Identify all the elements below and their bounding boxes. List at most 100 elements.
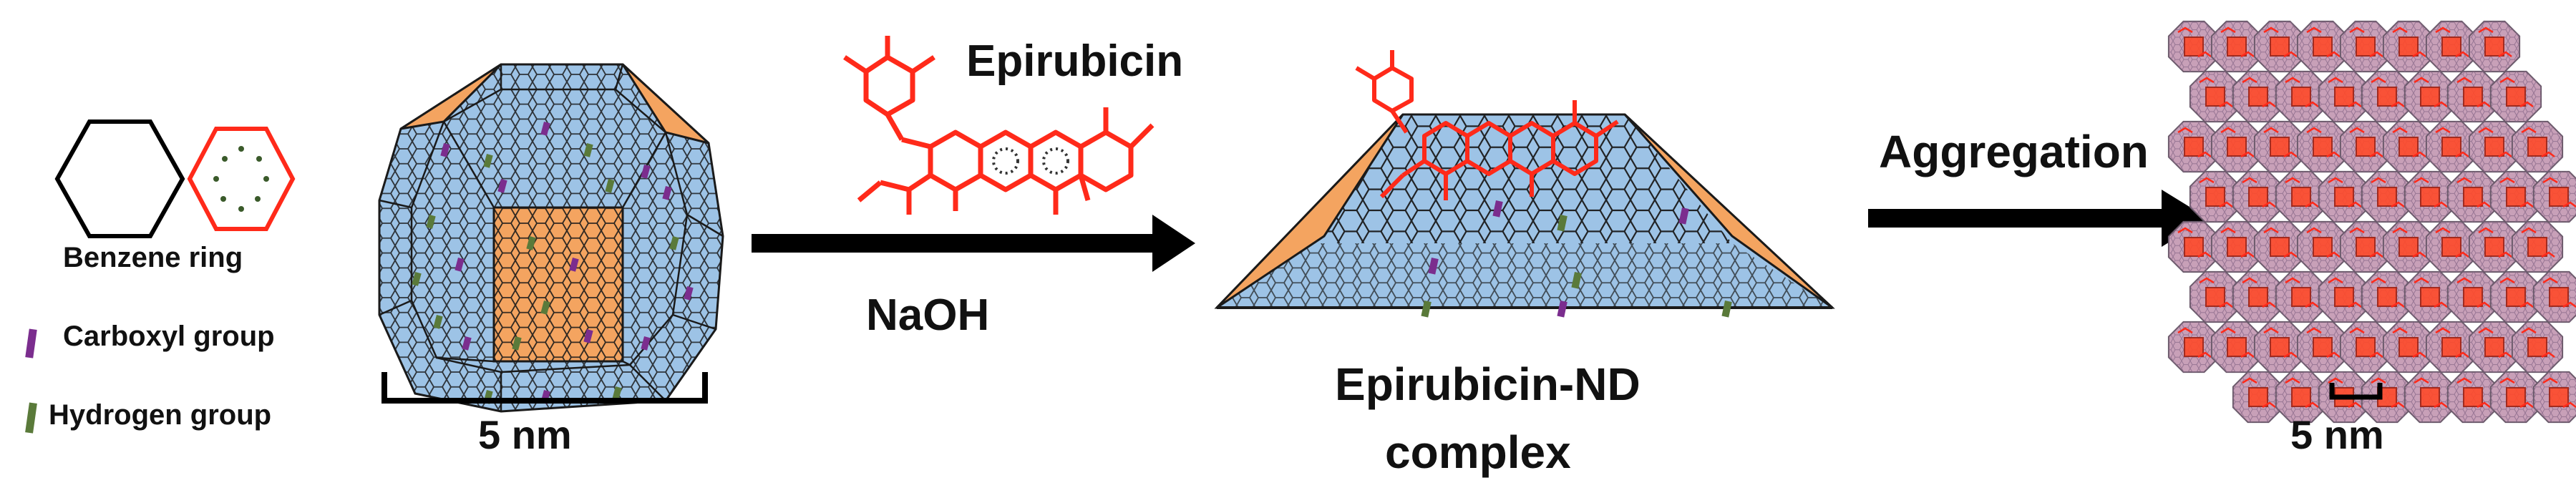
aggregate-particle bbox=[2361, 70, 2414, 123]
aggregate-particle bbox=[2339, 20, 2392, 73]
epirubicin-molecule-icon bbox=[843, 36, 1155, 215]
naoh-label: NaOH bbox=[866, 290, 990, 340]
aggregate-particle bbox=[2404, 371, 2456, 424]
aggregate-particle bbox=[2339, 321, 2392, 373]
hydrogen-mark bbox=[512, 336, 522, 351]
aggregate-particle bbox=[2446, 70, 2499, 123]
hydrogen-mark bbox=[433, 314, 443, 329]
aggregate-particle bbox=[2404, 270, 2456, 323]
aggregate-particle bbox=[2425, 20, 2478, 73]
aggregate-particle bbox=[2446, 371, 2499, 424]
nd-scale-bar bbox=[381, 372, 708, 404]
nd-scale-label: 5 nm bbox=[478, 412, 572, 457]
carboxyl-mark bbox=[684, 285, 694, 301]
complex-label-line2: complex bbox=[1385, 426, 1571, 478]
aggregate-particle bbox=[2318, 270, 2371, 323]
aggregate-particle bbox=[2210, 220, 2263, 273]
nanodiamond-particle bbox=[378, 63, 724, 413]
epirubicin-label: Epirubicin bbox=[966, 36, 1184, 86]
aggregate-particle bbox=[2253, 120, 2306, 173]
aggregate-particle bbox=[2511, 321, 2564, 373]
carboxyl-marker-icon bbox=[25, 328, 37, 358]
aggregate-particle bbox=[2382, 220, 2435, 273]
hydrogen-mark bbox=[1557, 215, 1568, 232]
carboxyl-mark bbox=[1428, 258, 1439, 275]
complex-label-line1: Epirubicin-ND bbox=[1335, 358, 1641, 410]
carboxyl-mark bbox=[1557, 301, 1568, 318]
aggregate-particle bbox=[2189, 170, 2242, 223]
aggregate-particle bbox=[2296, 220, 2349, 273]
legend-benzene-black-icon bbox=[54, 119, 185, 238]
hydrogen-mark bbox=[1721, 301, 1732, 318]
aggregate-particle bbox=[2425, 220, 2478, 273]
carboxyl-mark bbox=[662, 186, 672, 200]
carboxyl-mark bbox=[1678, 207, 1689, 225]
aggregate-particle bbox=[2489, 170, 2542, 223]
aggregate-cluster bbox=[2167, 20, 2576, 424]
carboxyl-mark bbox=[540, 122, 550, 136]
aggregate-scale-bar bbox=[2329, 383, 2383, 400]
aggregate-particle bbox=[2232, 371, 2285, 424]
aggregate-particle bbox=[2489, 270, 2542, 323]
carboxyl-mark bbox=[455, 258, 465, 272]
aggregate-particle bbox=[2339, 220, 2392, 273]
hydrogen-mark bbox=[605, 179, 615, 193]
aggregate-particle bbox=[2275, 170, 2328, 223]
aggregate-particle bbox=[2404, 70, 2456, 123]
aggregate-particle bbox=[2189, 270, 2242, 323]
hydrogen-mark bbox=[1421, 301, 1432, 318]
hydrogen-mark bbox=[669, 235, 679, 250]
hydrogen-mark bbox=[1571, 272, 1582, 289]
aggregate-particle bbox=[2339, 120, 2392, 173]
hydrogen-mark bbox=[483, 154, 493, 168]
complex-particle bbox=[1214, 50, 1835, 318]
hydrogen-mark bbox=[540, 301, 550, 315]
hydrogen-mark bbox=[526, 236, 536, 250]
aggregate-particle bbox=[2489, 70, 2542, 123]
aggregate-particle bbox=[2253, 20, 2306, 73]
aggregate-particle bbox=[2296, 20, 2349, 73]
hydrogen-mark bbox=[583, 142, 593, 157]
aggregate-particle bbox=[2446, 170, 2499, 223]
carboxyl-mark bbox=[1492, 200, 1503, 218]
aggregate-particle bbox=[2275, 371, 2328, 424]
aggregate-particle bbox=[2489, 371, 2542, 424]
aggregate-particle bbox=[2296, 120, 2349, 173]
aggregate-particle bbox=[2167, 321, 2220, 373]
carboxyl-mark bbox=[583, 329, 593, 343]
carboxyl-group-label: Carboxyl group bbox=[63, 321, 275, 352]
aggregate-particle bbox=[2532, 371, 2576, 424]
carboxyl-mark bbox=[641, 165, 651, 179]
carboxyl-mark bbox=[440, 143, 450, 157]
aggregate-particle bbox=[2210, 20, 2263, 73]
aggregate-particle bbox=[2361, 170, 2414, 223]
aggregate-particle bbox=[2318, 70, 2371, 123]
aggregate-particle bbox=[2468, 20, 2521, 73]
aggregate-particle bbox=[2425, 321, 2478, 373]
aggregate-particle bbox=[2468, 321, 2521, 373]
aggregate-particle bbox=[2511, 120, 2564, 173]
aggregate-particle bbox=[2189, 70, 2242, 123]
hydrogen-mark bbox=[426, 215, 436, 229]
aggregate-particle bbox=[2361, 371, 2414, 424]
aggregate-particle bbox=[2275, 270, 2328, 323]
carboxyl-mark bbox=[641, 336, 651, 351]
hydrogen-marker-icon bbox=[25, 402, 37, 434]
aggregate-particle bbox=[2532, 270, 2576, 323]
aggregate-particle bbox=[2167, 20, 2220, 73]
hydrogen-mark bbox=[612, 386, 622, 401]
hydrogen-mark bbox=[412, 271, 422, 286]
carboxyl-mark bbox=[569, 258, 579, 272]
aggregate-particle bbox=[2532, 170, 2576, 223]
legend-benzene-red-icon bbox=[187, 127, 296, 231]
aggregate-particle bbox=[2425, 120, 2478, 173]
aggregation-label: Aggregation bbox=[1879, 126, 2149, 177]
aggregate-particle bbox=[2446, 270, 2499, 323]
aggregate-particle bbox=[2468, 120, 2521, 173]
aggregate-particle bbox=[2253, 321, 2306, 373]
aggregate-particle bbox=[2511, 220, 2564, 273]
aggregate-particle bbox=[2232, 270, 2285, 323]
aggregate-particle bbox=[2404, 170, 2456, 223]
